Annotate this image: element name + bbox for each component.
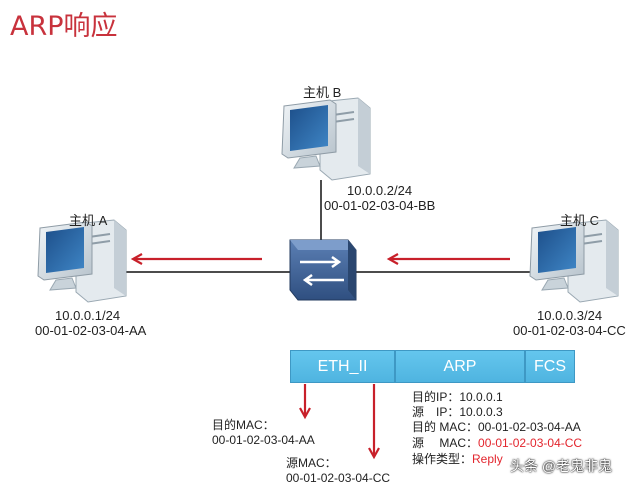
host-b-name: 主机 B	[303, 85, 342, 100]
arp-src-mac: 源 MAC：00-01-02-03-04-CC	[412, 436, 582, 451]
frame-eth-header: ETH_II	[290, 350, 395, 383]
frame-fcs: FCS	[525, 350, 575, 383]
switch-icon	[289, 239, 357, 301]
host-c-mac: 00-01-02-03-04-CC	[513, 323, 626, 338]
host-a-name: 主机 A	[69, 213, 108, 228]
host-c-computer-icon	[529, 219, 619, 303]
eth-dst-mac-label: 目的MAC：	[212, 418, 275, 432]
host-a-mac: 00-01-02-03-04-AA	[35, 323, 147, 338]
arp-dst-ip: 目的IP：10.0.0.1	[412, 390, 503, 404]
arp-src-mac-value: 00-01-02-03-04-CC	[478, 436, 583, 450]
host-a-ip: 10.0.0.1/24	[55, 308, 121, 323]
arp-dst-mac: 目的 MAC：00-01-02-03-04-AA	[412, 420, 581, 434]
ethernet-frame: ETH_II ARP FCS	[290, 350, 575, 383]
eth-src-mac-label: 源MAC：	[286, 456, 337, 470]
frame-arp-payload: ARP	[395, 350, 525, 383]
eth-src-mac-value: 00-01-02-03-04-CC	[286, 471, 391, 485]
eth-dst-mac-value: 00-01-02-03-04-AA	[212, 433, 315, 447]
arp-src-ip: 源 IP：10.0.0.3	[412, 405, 503, 419]
watermark-text: 头条 @老鬼非鬼	[510, 458, 613, 474]
host-c-ip: 10.0.0.3/24	[537, 308, 603, 323]
host-b-computer-icon	[281, 97, 371, 181]
host-c-name: 主机 C	[560, 213, 600, 228]
page-title: ARP响应	[10, 11, 118, 42]
arp-operation-value: Reply	[472, 452, 503, 466]
arp-operation-label: 操作类型：	[412, 452, 473, 466]
arp-operation: 操作类型：Reply	[412, 452, 503, 467]
host-b-ip: 10.0.0.2/24	[347, 183, 413, 198]
arp-src-mac-label: 源 MAC：	[412, 436, 479, 450]
host-a-computer-icon	[37, 219, 127, 303]
host-b-mac: 00-01-02-03-04-BB	[324, 198, 436, 213]
